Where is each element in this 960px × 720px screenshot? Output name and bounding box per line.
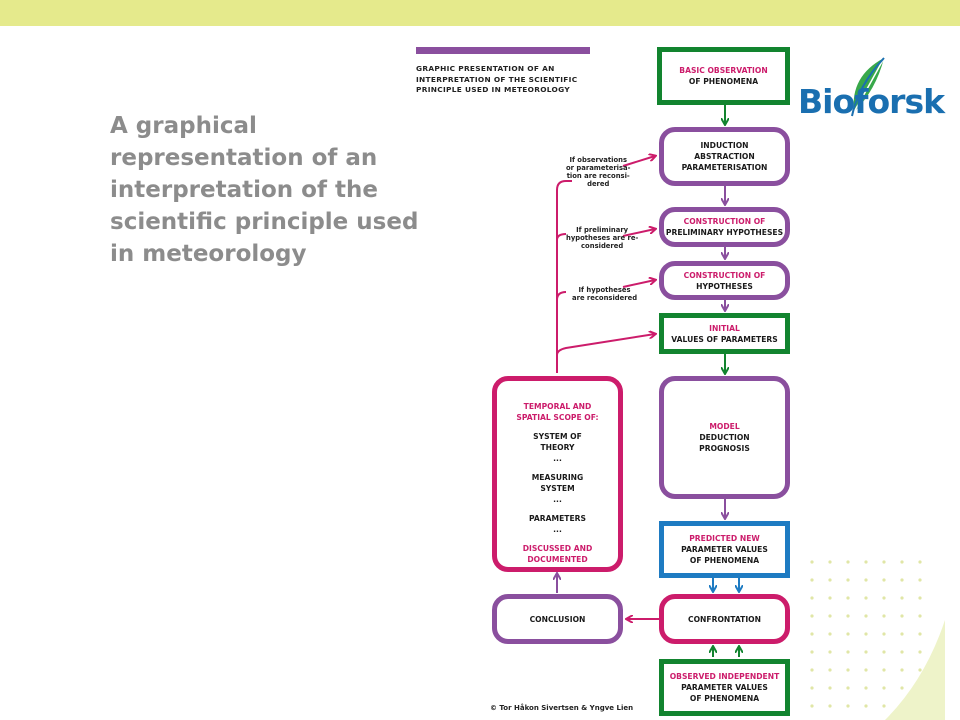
decorative-dot xyxy=(846,614,850,618)
logo-text: Bioforsk xyxy=(798,82,945,121)
decorative-dot xyxy=(900,560,904,564)
caption-line: GRAPHIC PRESENTATION OF AN xyxy=(416,64,555,73)
node-conclusion: CONCLUSION xyxy=(492,594,623,644)
decorative-dot xyxy=(810,686,814,690)
decorative-dot xyxy=(882,560,886,564)
node-predicted-values: PREDICTED NEW PARAMETER VALUES OF PHENOM… xyxy=(659,521,790,578)
decorative-dot xyxy=(882,596,886,600)
decorative-dot xyxy=(828,650,832,654)
decorative-dot xyxy=(918,596,922,600)
decorative-dot xyxy=(882,668,886,672)
decorative-dot xyxy=(846,668,850,672)
decorative-dot xyxy=(882,632,886,636)
decorative-dot xyxy=(918,632,922,636)
decorative-dot xyxy=(900,596,904,600)
caption-line: PRINCIPLE USED IN METEOROLOGY xyxy=(416,85,570,94)
diagram-caption: GRAPHIC PRESENTATION OF AN INTERPRETATIO… xyxy=(416,64,616,96)
decorative-dot xyxy=(810,614,814,618)
node-basic-observation: BASIC OBSERVATION OF PHENOMENA xyxy=(657,47,790,105)
decorative-dot xyxy=(846,560,850,564)
node-confrontation: CONFRONTATION xyxy=(659,594,790,644)
decorative-dot xyxy=(900,578,904,582)
decorative-dot xyxy=(828,578,832,582)
top-banner xyxy=(0,0,960,26)
node-hypotheses: CONSTRUCTION OF HYPOTHESES xyxy=(659,261,790,300)
decorative-dot xyxy=(864,650,868,654)
caption-line: INTERPRETATION OF THE SCIENTIFIC xyxy=(416,74,578,84)
decorative-dot xyxy=(900,650,904,654)
decorative-dot xyxy=(864,668,868,672)
decorative-dot xyxy=(810,596,814,600)
decorative-dot xyxy=(828,704,832,708)
decorative-dot xyxy=(864,704,868,708)
decorative-dot xyxy=(882,704,886,708)
decorative-dot xyxy=(828,596,832,600)
condition-hypotheses-reconsidered: If hypotheses are reconsidered xyxy=(572,286,638,302)
node-observed-values: OBSERVED INDEPENDENT PARAMETER VALUES OF… xyxy=(659,659,790,716)
decorative-dot xyxy=(846,686,850,690)
decorative-dot xyxy=(828,560,832,564)
condition-observations-reconsidered: If observations or parameterisa- tion ar… xyxy=(566,156,631,188)
slide-title: A graphical representation of an interpr… xyxy=(110,113,419,267)
node-temporal-spatial-scope: TEMPORAL AND SPATIAL SCOPE OF: SYSTEM OF… xyxy=(492,376,623,572)
decorative-dot xyxy=(828,668,832,672)
decorative-dot xyxy=(864,578,868,582)
decorative-dot xyxy=(810,704,814,708)
decorative-dot xyxy=(900,668,904,672)
decorative-dot xyxy=(918,668,922,672)
condition-preliminary-reconsidered: If preliminary hypotheses are re- consid… xyxy=(566,226,639,250)
decorative-dot xyxy=(864,560,868,564)
decorative-dot xyxy=(900,686,904,690)
decorative-dot xyxy=(828,614,832,618)
decorative-dot xyxy=(918,650,922,654)
decorative-dot xyxy=(882,686,886,690)
decorative-dot xyxy=(810,578,814,582)
decorative-swoosh xyxy=(885,620,945,720)
decorative-dot xyxy=(828,632,832,636)
decorative-dot xyxy=(846,596,850,600)
decorative-dot xyxy=(810,668,814,672)
decorative-dot xyxy=(900,632,904,636)
decorative-dot xyxy=(846,632,850,636)
decorative-dot xyxy=(900,614,904,618)
copyright-credit: © Tor Håkon Sivertsen & Yngve Lien xyxy=(490,704,634,712)
decorative-dot xyxy=(918,560,922,564)
node-initial-values: INITIAL VALUES OF PARAMETERS xyxy=(659,313,790,354)
node-model: MODEL DEDUCTION PROGNOSIS xyxy=(659,376,790,499)
decorative-dot xyxy=(864,596,868,600)
node-induction: INDUCTION ABSTRACTION PARAMETERISATION xyxy=(659,127,790,186)
decorative-dot xyxy=(918,578,922,582)
decorative-dot xyxy=(864,614,868,618)
decorative-dot xyxy=(810,632,814,636)
decorative-dot xyxy=(810,560,814,564)
decorative-dot xyxy=(846,650,850,654)
bioforsk-logo: Bioforsk xyxy=(792,46,945,126)
decorative-dot xyxy=(882,650,886,654)
decorative-dot xyxy=(810,650,814,654)
decorative-dot xyxy=(846,704,850,708)
decorative-dot xyxy=(828,686,832,690)
decorative-dot xyxy=(864,686,868,690)
decorative-dot xyxy=(882,578,886,582)
node-preliminary-hypotheses: CONSTRUCTION OF PRELIMINARY HYPOTHESES xyxy=(659,207,790,247)
decorative-dot xyxy=(864,632,868,636)
caption-bar xyxy=(416,47,590,54)
decorative-dot xyxy=(846,578,850,582)
decorative-dot xyxy=(918,614,922,618)
decorative-dot xyxy=(882,614,886,618)
